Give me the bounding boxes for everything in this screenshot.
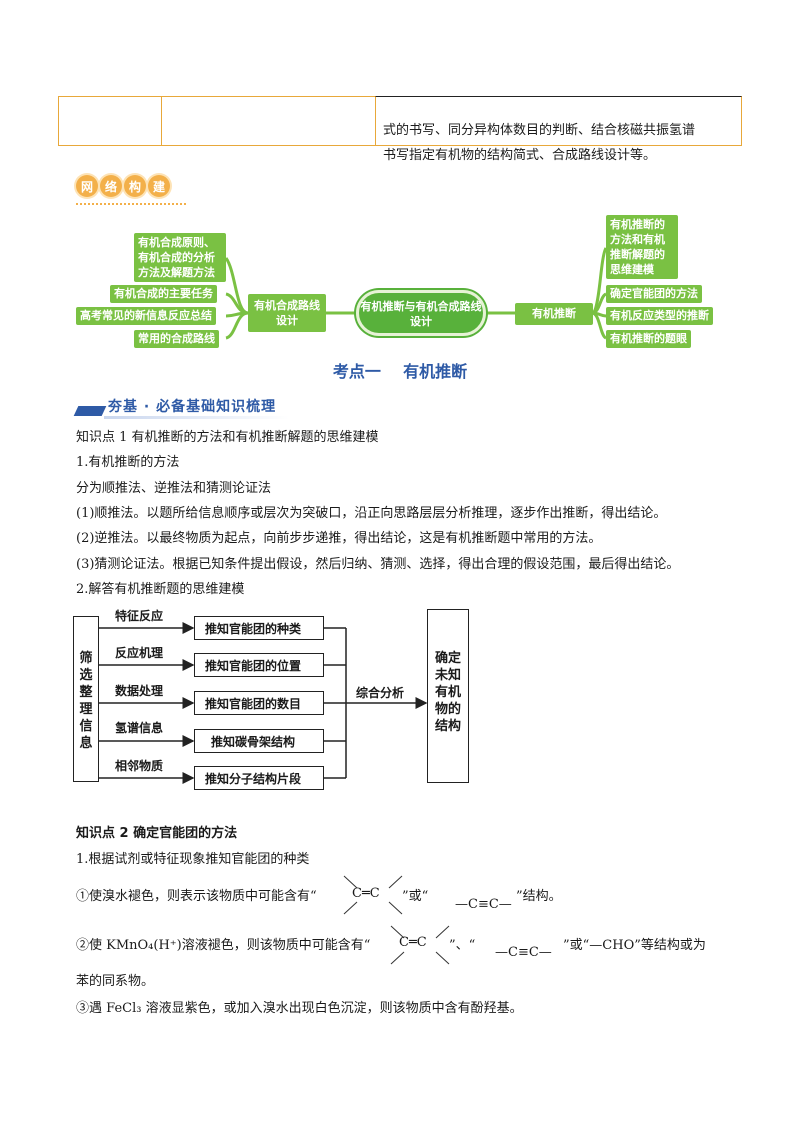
flow-input-2: 反应机理 — [115, 646, 164, 660]
flow-output-3: 推知官能团的数目 — [205, 697, 302, 711]
flow-input-4: 氢谱信息 — [115, 721, 164, 735]
mindmap-right-hub: 有机推断 — [515, 303, 593, 325]
mindmap-right-item-4: 有机推断的题眼 — [606, 330, 691, 348]
k2-line2-c: ”或“—CHO”等结构或为 — [563, 938, 706, 953]
table-text-line1: 式的书写、同分异构体数目的判断、结合核磁共振氢谱 — [383, 123, 696, 138]
k2-line1-b: ”或“ — [402, 889, 429, 904]
flow-left-box — [73, 616, 99, 782]
mindmap-left-item-1: 有机合成原则、有机合成的分析方法及解题方法 — [134, 233, 226, 282]
alkene-text-2: C═C — [399, 935, 427, 950]
flow-output-box-2 — [194, 653, 324, 677]
flow-output-box-1 — [194, 616, 324, 640]
mindmap-right-item-2: 确定官能团的方法 — [606, 285, 702, 303]
table-text-line2: 书写指定有机物的结构简式、合成路线设计等。 — [383, 148, 657, 163]
mindmap-left-item-3: 高考常见的新信息反应总结 — [76, 307, 216, 325]
badge-char: 络 — [100, 175, 122, 197]
k2-heading: 1.根据试剂或特征现象推知官能团的种类 — [76, 852, 310, 867]
section-title: 考点一 有机推断 — [332, 362, 468, 381]
flow-output-5: 推知分子结构片段 — [205, 772, 302, 786]
k2-title: 知识点 2 确定官能团的方法 — [76, 826, 238, 841]
flow-arrows — [99, 622, 428, 784]
method-1: (1)顺推法。以题所给信息顺序或层次为突破口，沿正向思路层层分析推理，逐步作出推… — [76, 506, 667, 521]
k2-line2-d: 苯的同系物。 — [76, 974, 155, 989]
flow-output-box-4 — [194, 729, 324, 753]
k2-line3: ③遇 FeCl₃ 溶液显紫色，或加入溴水出现白色沉淀，则该物质中含有酚羟基。 — [76, 1001, 523, 1016]
flow-output-2: 推知官能团的位置 — [205, 659, 302, 673]
alkene-structure-2 — [390, 925, 450, 965]
mindmap-left-item-4: 常用的合成路线 — [134, 330, 219, 348]
flow-input-3: 数据处理 — [115, 684, 164, 698]
flow-merge-label: 综合分析 — [356, 686, 405, 700]
heading-method: 1.有机推断的方法 — [76, 455, 180, 470]
k2-line1-a: ①使溴水褪色，则表示该物质中可能含有“ — [76, 889, 317, 904]
mindmap-right-item-1: 有机推断的方法和有机推断解题的思维建模 — [606, 215, 678, 279]
mindmap-right-item-3: 有机反应类型的推断 — [606, 307, 713, 325]
alkyne-text-1: —C≡C— — [455, 897, 512, 912]
flow-input-5: 相邻物质 — [115, 759, 164, 773]
alkene-text: C═C — [352, 886, 380, 901]
flow-left-label: 筛选整理信息 — [79, 651, 93, 751]
k2-line2-b: ”、“ — [449, 938, 476, 953]
flow-output-4: 推知碳骨架结构 — [211, 735, 296, 749]
flow-output-1: 推知官能团的种类 — [205, 622, 302, 636]
flow-input-1: 特征反应 — [115, 609, 164, 623]
banner-underline — [104, 416, 289, 419]
flow-right-label: 确定未知有机物的结构 — [434, 651, 461, 734]
alkene-structure — [343, 875, 403, 915]
method-3: (3)猜测论证法。根据已知条件提出假设，然后归纳、猜测、选择，得出合理的假设范围… — [76, 557, 680, 572]
mindmap-center: 有机推断与有机合成路线设计 — [356, 290, 486, 336]
badge-underline — [76, 203, 186, 205]
badge-char: 建 — [148, 175, 170, 197]
k1-title: 知识点 1 有机推断的方法和有机推断解题的思维建模 — [76, 430, 379, 445]
knowledge-banner: 夯基 · 必备基础知识梳理 — [73, 396, 289, 420]
banner-text: 夯基 · 必备基础知识梳理 — [108, 399, 277, 415]
badge-char: 网 — [76, 175, 98, 197]
mindmap-connectors — [224, 247, 608, 340]
badge-char: 构 — [124, 175, 146, 197]
flow-output-box-3 — [194, 691, 324, 715]
intro-text: 分为顺推法、逆推法和猜测论证法 — [76, 481, 272, 496]
mindmap-left-hub: 有机合成路线设计 — [248, 294, 326, 332]
heading-model: 2.解答有机推断题的思维建模 — [76, 582, 245, 597]
alkyne-text-2: —C≡C— — [495, 945, 552, 960]
flow-output-box-5 — [194, 766, 324, 790]
flow-right-box — [427, 609, 469, 783]
k2-line1-c: ”结构。 — [516, 889, 562, 904]
k2-line2-a: ②使 KMnO₄(H⁺)溶液褪色，则该物质中可能含有“ — [76, 938, 371, 953]
mindmap-left-item-2: 有机合成的主要任务 — [110, 285, 217, 303]
method-2: (2)逆推法。以最终物质为起点，向前步步递推，得出结论，这是有机推断题中常用的方… — [76, 531, 602, 546]
network-badge: 网 络 构 建 — [76, 175, 170, 197]
table-cell-3 — [375, 96, 742, 146]
banner-bar — [73, 406, 107, 416]
